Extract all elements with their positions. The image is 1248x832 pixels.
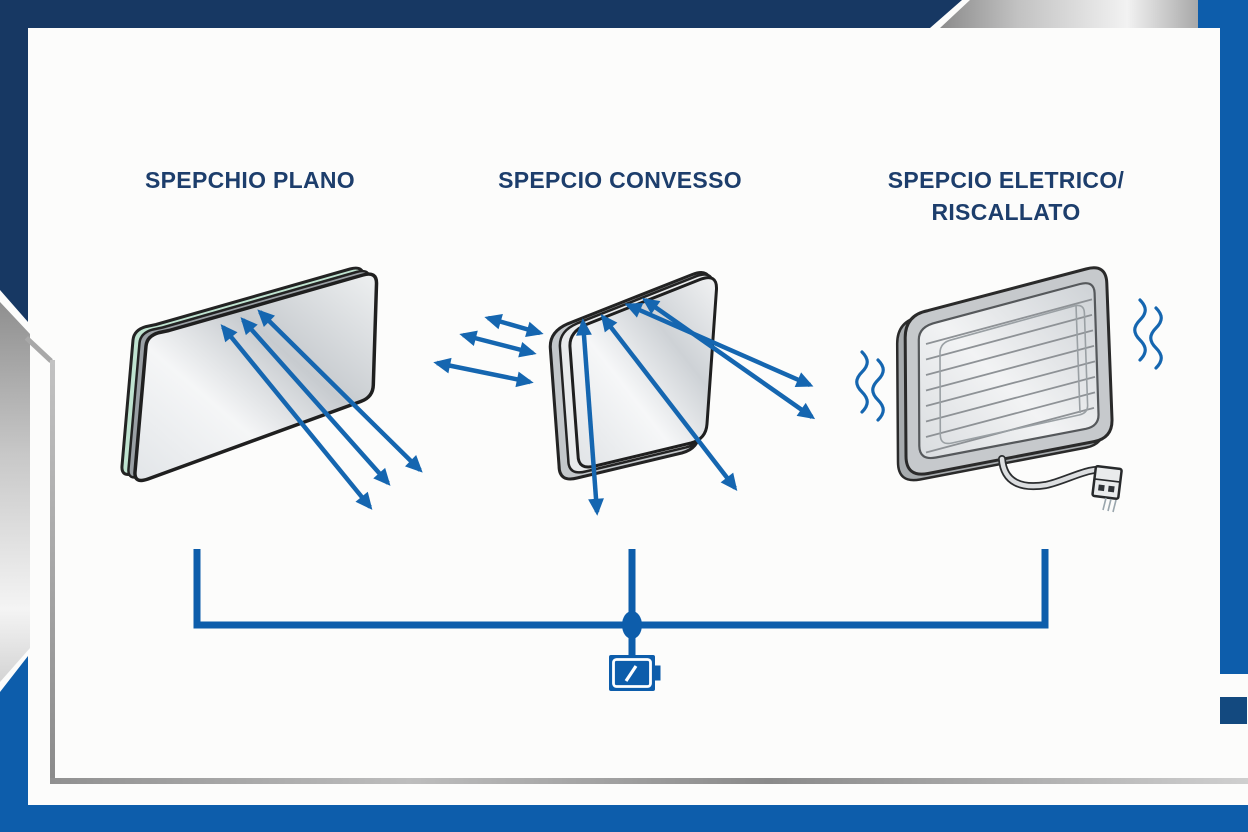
- panel-title-electric: SPEPCIO ELETRICO/ RISCALLATO: [850, 164, 1162, 228]
- heat-wave-icon-right: [1133, 298, 1163, 370]
- panel-title-electric-line2: RISCALLATO: [931, 199, 1081, 225]
- flat-mirror-illustration: [120, 266, 423, 510]
- incident-ray-arrows: [433, 314, 544, 388]
- connector-bracket: [193, 549, 1049, 691]
- right-blue-band: [1220, 0, 1248, 674]
- power-cable: [998, 455, 1110, 491]
- bottom-blue-band: [0, 805, 1248, 832]
- connector-plug-icon: [1091, 464, 1123, 500]
- convex-mirror-body: [548, 271, 719, 481]
- heat-wave-icon-left: [855, 350, 885, 422]
- heater-zone-outline: [939, 304, 1089, 445]
- inner-frame-line-horizontal: [50, 778, 1248, 784]
- top-silver-band: [940, 0, 1200, 28]
- left-navy-band: [0, 0, 28, 322]
- convex-mirror-illustration: [433, 271, 816, 516]
- diverging-reflection-arrows: [576, 297, 816, 516]
- right-blue-accent-square: [1220, 697, 1247, 724]
- bracket-node: [622, 611, 642, 639]
- panel-title-convex: SPEPCIO CONVESSO: [498, 167, 742, 193]
- heater-zone-divider: [1075, 304, 1081, 414]
- connector-hatch-marks: [1102, 497, 1117, 513]
- heater-grid-lines: [925, 298, 1096, 454]
- left-silver-band: [0, 302, 30, 682]
- parallel-reflection-arrows: [220, 309, 423, 510]
- panel-title-electric-line1: SPEPCIO ELETRICO/: [887, 167, 1125, 193]
- heated-mirror-illustration: [855, 266, 1163, 513]
- flat-mirror-body: [120, 266, 379, 483]
- panel-title-flat: SPEPCHIO PLANO: [145, 167, 355, 193]
- inner-frame-line-vertical: [50, 360, 55, 784]
- top-navy-band: [0, 0, 962, 28]
- battery-icon: [609, 655, 661, 691]
